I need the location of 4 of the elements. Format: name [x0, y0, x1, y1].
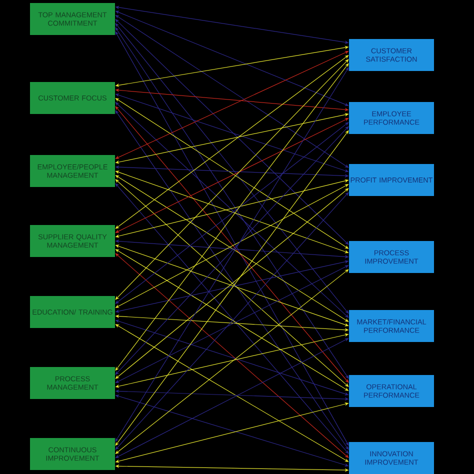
arrow [115, 19, 349, 245]
arrow [115, 23, 349, 314]
arrow [115, 59, 349, 300]
arrow [115, 102, 349, 318]
